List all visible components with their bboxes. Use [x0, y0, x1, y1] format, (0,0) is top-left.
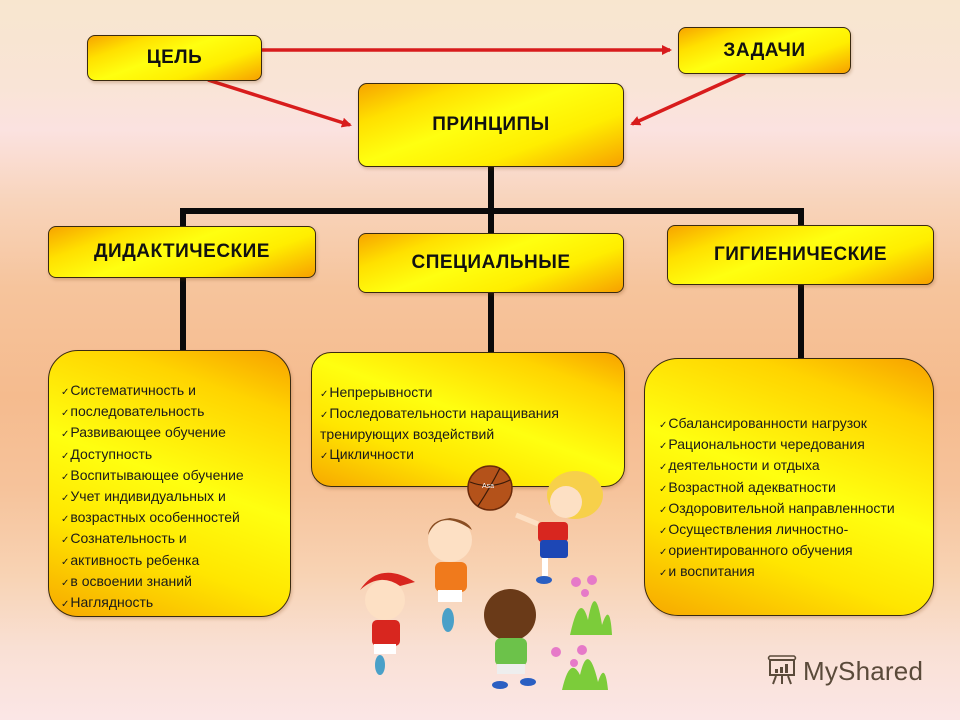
- list-item: ✓Цикличности: [320, 445, 414, 462]
- check-icon: ✓: [61, 493, 70, 505]
- check-icon: ✓: [61, 556, 70, 568]
- boy-green-shirt-figure: [484, 589, 536, 689]
- hygienic-principles-list: ✓Сбалансированности нагрузок ✓Рациональн…: [659, 414, 933, 584]
- check-icon: ✓: [320, 389, 329, 400]
- connector-principles-down: [488, 166, 494, 214]
- list-item: ✓Доступность: [61, 445, 153, 462]
- tasks-label: ЗАДАЧИ: [723, 39, 806, 61]
- list-item: ✓последовательность: [61, 403, 205, 420]
- arrow-tasks-to-principles: [630, 71, 746, 126]
- goal-label: ЦЕЛЬ: [146, 47, 203, 68]
- check-icon: ✓: [61, 535, 70, 547]
- check-icon: ✓: [61, 577, 70, 589]
- check-icon: ✓: [659, 420, 668, 431]
- tasks-box: ЗАДАЧИ: [678, 27, 851, 74]
- myshared-watermark: MyShared: [767, 655, 923, 687]
- list-item: ✓Осуществления личностно-: [659, 521, 849, 538]
- special-principles-panel: ✓Непрерывности ✓Последовательности наращ…: [311, 352, 625, 487]
- didactic-principles-list: ✓Систематичность и ✓последовательность ✓…: [61, 381, 290, 614]
- check-icon: ✓: [61, 429, 70, 441]
- check-icon: ✓: [61, 450, 70, 462]
- list-item: тренирующих воздействий: [320, 426, 495, 443]
- principles-box: ПРИНЦИПЫ: [358, 83, 624, 167]
- hygienic-principles-panel: ✓Сбалансированности нагрузок ✓Рациональн…: [644, 358, 934, 616]
- check-icon: ✓: [61, 471, 70, 483]
- children-playing-illustration: Asa: [360, 465, 612, 690]
- list-item: ✓Наглядность: [61, 594, 154, 611]
- flowers-grass-icon: [551, 575, 612, 690]
- list-item: ✓возрастных особенностей: [61, 509, 240, 526]
- list-item: ✓Систематичность и: [61, 382, 196, 398]
- principles-label: ПРИНЦИПЫ: [432, 114, 550, 135]
- list-item: ✓в освоении знаний: [61, 572, 192, 589]
- list-item: ✓ориентированного обучения: [659, 542, 853, 559]
- basketball-icon: Asa: [467, 465, 513, 511]
- list-item: ✓Оздоровительной направленности: [659, 499, 895, 516]
- category-hygienic-label: ГИГИЕНИЧЕСКИЕ: [713, 244, 888, 265]
- list-item: ✓Рациональности чередования: [659, 436, 865, 453]
- goal-box: ЦЕЛЬ: [87, 35, 262, 81]
- list-item: ✓и воспитания: [659, 563, 755, 580]
- category-special-label: СПЕЦИАЛЬНЫЕ: [411, 252, 571, 273]
- svg-text:Asa: Asa: [482, 483, 494, 490]
- list-item: ✓Развивающее обучение: [61, 424, 226, 441]
- category-hygienic-box: ГИГИЕНИЧЕСКИЕ: [667, 225, 934, 285]
- watermark-text: MyShared: [803, 655, 924, 686]
- check-icon: ✓: [659, 483, 668, 495]
- list-item: ✓Учет индивидуальных и: [61, 488, 226, 505]
- boy-orange-shirt-figure: [428, 518, 472, 632]
- check-icon: ✓: [61, 514, 70, 526]
- category-special-box: СПЕЦИАЛЬНЫЕ: [358, 233, 624, 293]
- check-icon: ✓: [659, 568, 668, 580]
- didactic-principles-panel: ✓Систематичность и ✓последовательность ✓…: [48, 350, 291, 617]
- category-didactic-box: ДИДАКТИЧЕСКИЕ: [48, 226, 316, 278]
- special-principles-list: ✓Непрерывности ✓Последовательности наращ…: [320, 383, 624, 466]
- presentation-board-icon: [767, 655, 797, 685]
- girl-figure: [515, 471, 603, 584]
- check-icon: ✓: [320, 410, 329, 422]
- list-item: ✓активность ребенка: [61, 551, 200, 568]
- list-item: ✓Последовательности наращивания: [320, 405, 559, 422]
- check-icon: ✓: [61, 387, 70, 398]
- check-icon: ✓: [659, 462, 668, 474]
- check-icon: ✓: [659, 441, 668, 453]
- check-icon: ✓: [61, 599, 70, 611]
- list-item: ✓деятельности и отдыха: [659, 457, 820, 474]
- boy-red-cap-figure: [360, 572, 415, 675]
- connector-left-down: [180, 208, 186, 352]
- arrow-goal-to-principles: [207, 78, 352, 128]
- category-didactic-label: ДИДАКТИЧЕСКИЕ: [94, 241, 270, 262]
- list-item: ✓Сбалансированности нагрузок: [659, 415, 867, 431]
- list-item: ✓Воспитывающее обучение: [61, 466, 244, 483]
- list-item: ✓Непрерывности: [320, 384, 433, 400]
- check-icon: ✓: [659, 547, 668, 559]
- check-icon: ✓: [61, 408, 70, 420]
- list-item: ✓Сознательность и: [61, 530, 187, 547]
- check-icon: ✓: [320, 450, 329, 462]
- list-item: ✓Возрастной адекватности: [659, 478, 836, 495]
- check-icon: ✓: [659, 504, 668, 516]
- check-icon: ✓: [659, 526, 668, 538]
